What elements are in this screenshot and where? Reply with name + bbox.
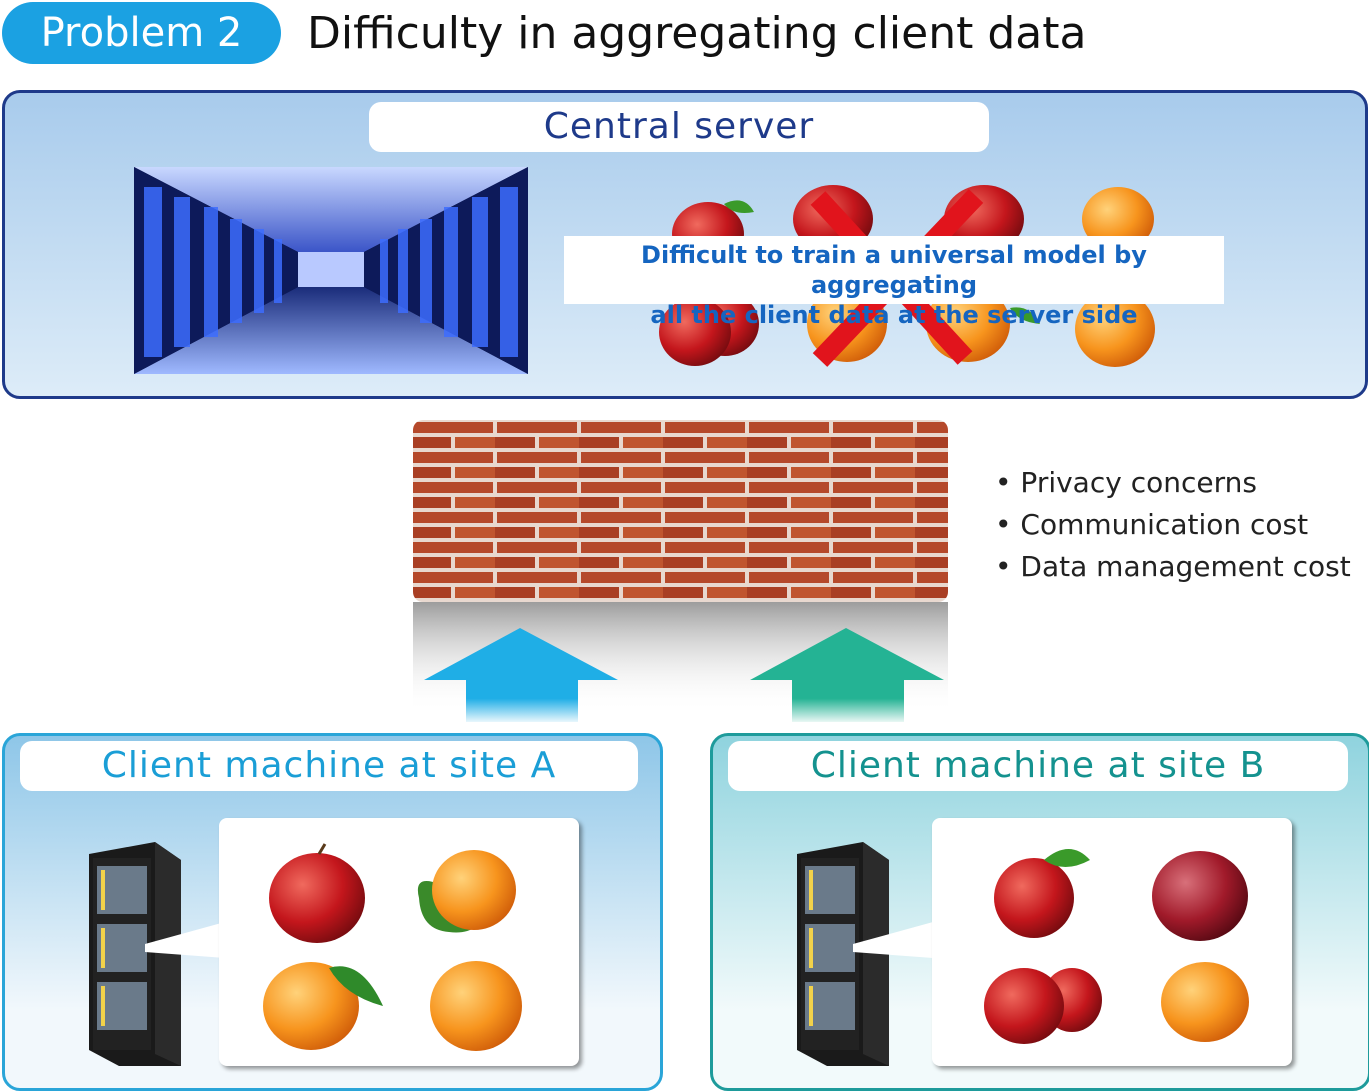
central-server-label: Central server [369, 102, 989, 152]
problem-badge: Problem 2 [2, 2, 281, 64]
reason-privacy: • Privacy concerns [995, 466, 1257, 499]
client-a-label: Client machine at site A [20, 741, 638, 791]
datacenter-image [134, 167, 528, 374]
client-b-fruits [984, 849, 1249, 1044]
reason-data-management: • Data management cost [995, 550, 1351, 583]
rack-server-icon [89, 842, 225, 1066]
rack-server-icon [797, 842, 933, 1066]
client-a-fruits [263, 843, 522, 1051]
callout-line-2: all the client data at the server side [650, 301, 1138, 329]
upload-arrows [424, 628, 944, 722]
arrow-site-a [424, 628, 618, 722]
reason-communication: • Communication cost [995, 508, 1309, 541]
page-title: Difficulty in aggregating client data [307, 8, 1087, 59]
client-b-label: Client machine at site B [728, 741, 1348, 791]
callout-line-1: Difficult to train a universal model by … [641, 241, 1147, 299]
barrier-reasons: • Privacy concerns • Communication cost … [995, 462, 1351, 588]
aggregation-callout: Difficult to train a universal model by … [564, 236, 1224, 329]
arrow-site-b [750, 628, 944, 722]
